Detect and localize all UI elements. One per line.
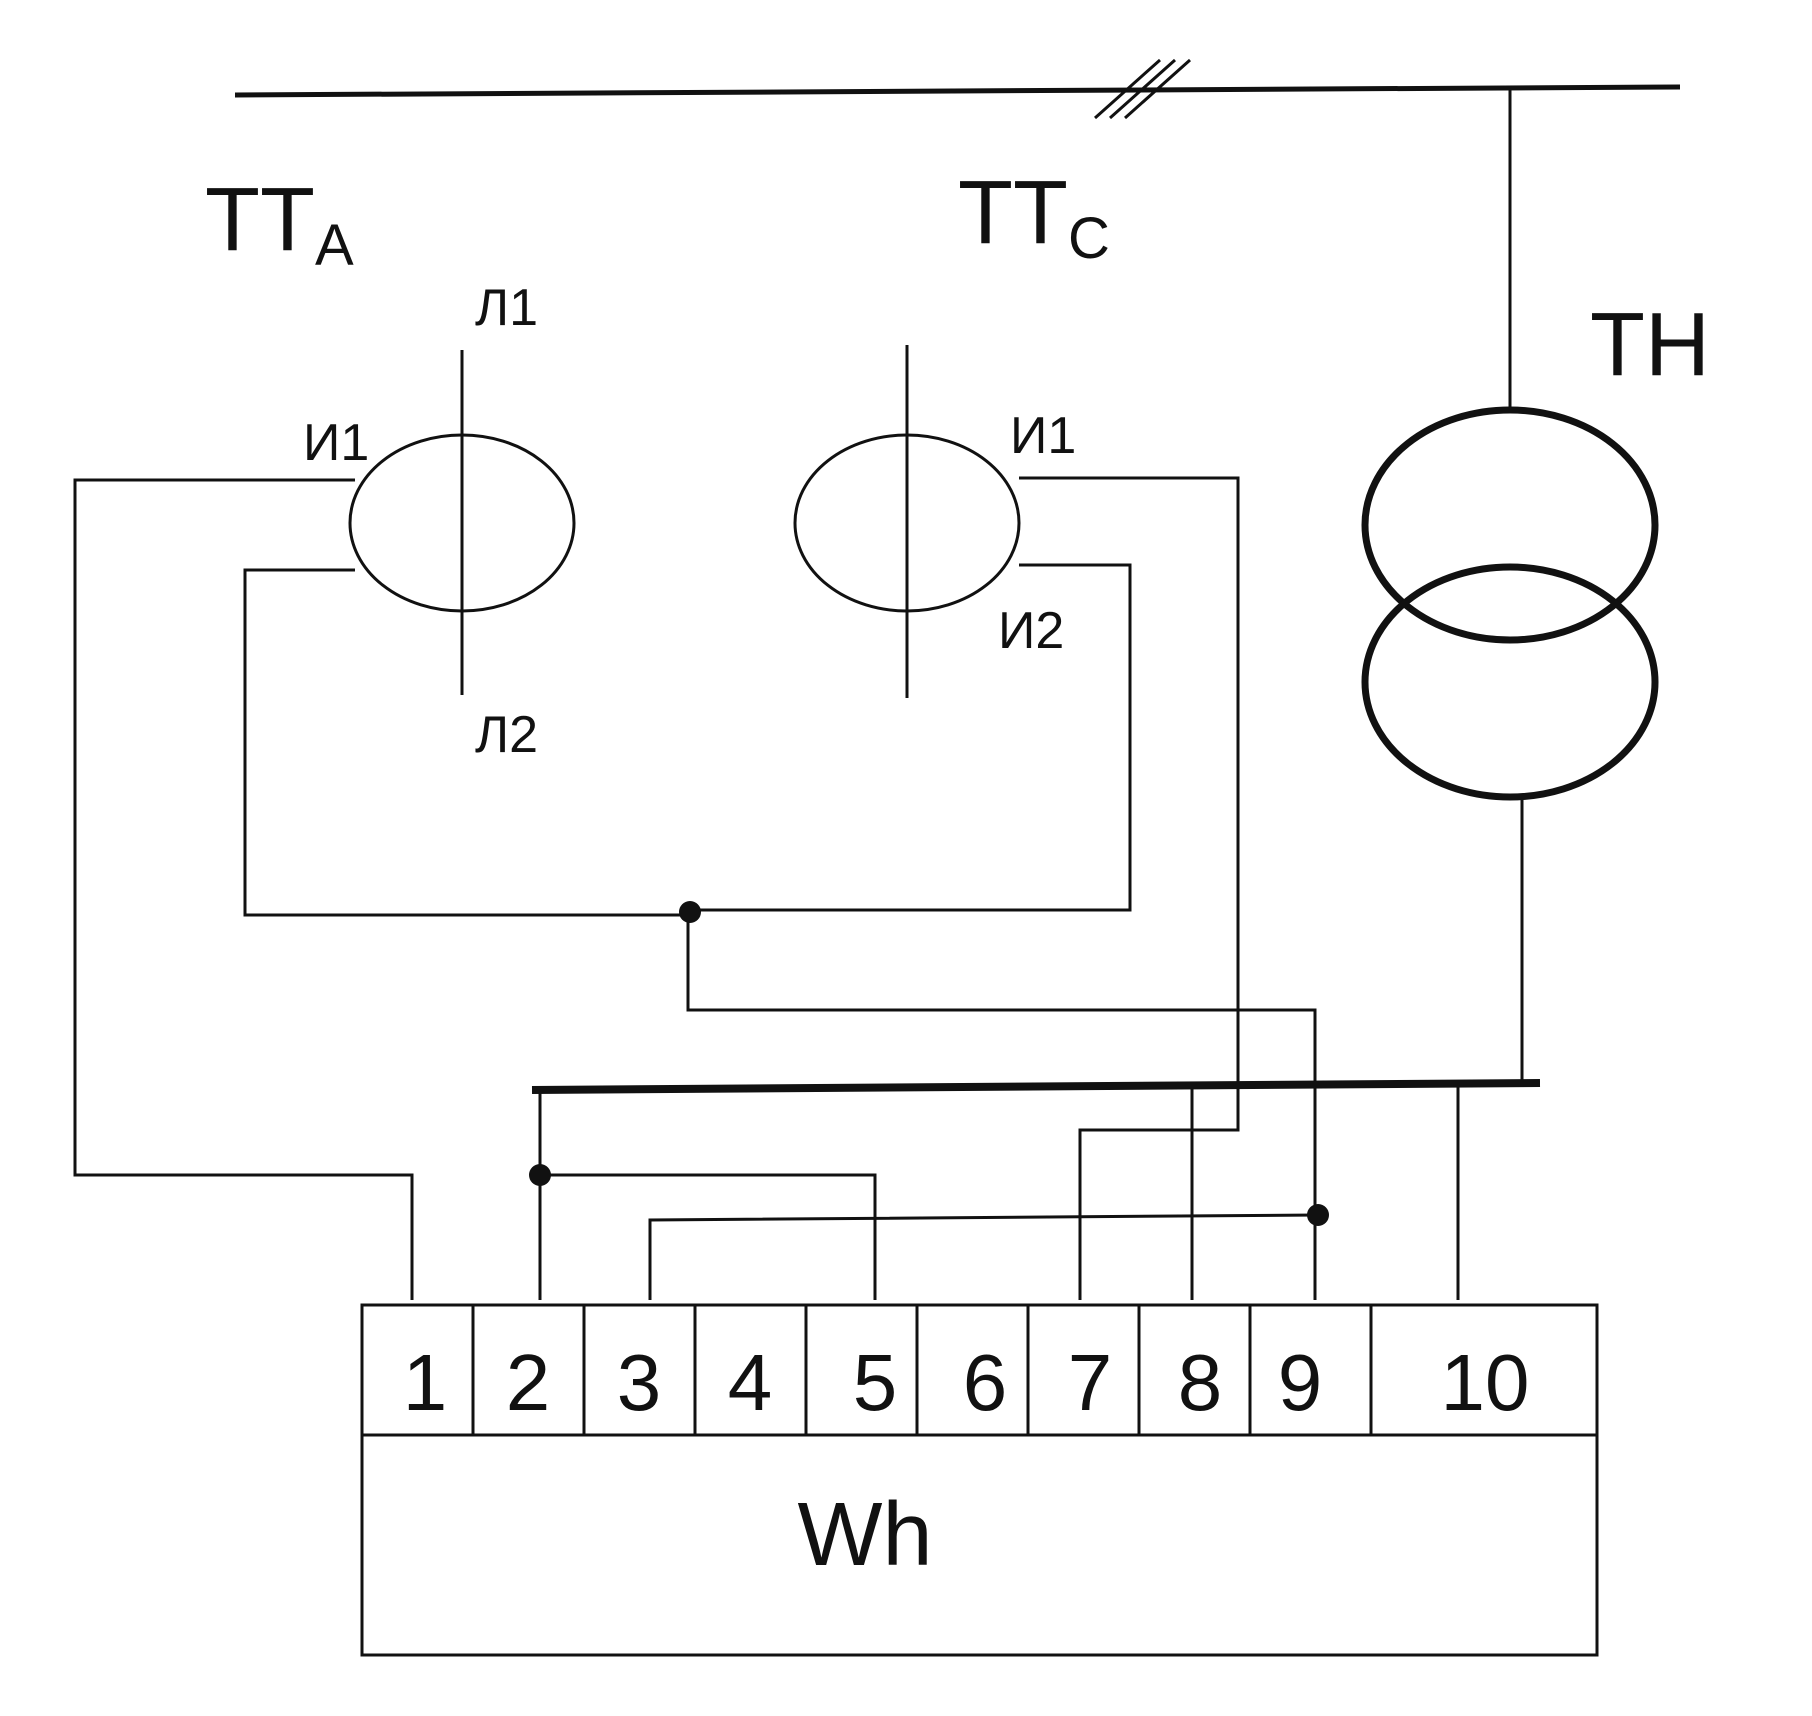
wire-ct-c-i1-to-t7 [1019, 476, 1240, 1300]
terminal-4-label: 4 [728, 1338, 773, 1427]
terminal-7 [1026, 1303, 1141, 1437]
wire-ct-a-i2 [243, 568, 690, 917]
ct-c-label-sub: С [1068, 206, 1110, 271]
ct-c-i2-label: И2 [998, 602, 1064, 660]
terminal-5-label: 5 [853, 1338, 898, 1427]
voltage-bus [531, 1079, 1541, 1094]
ct-c-label: ТТС [958, 163, 1110, 271]
terminal-8-label: 8 [1178, 1338, 1223, 1427]
junction-dot-t2 [529, 1164, 551, 1186]
terminal-4 [693, 1303, 808, 1437]
terminal-2-label: 2 [506, 1338, 551, 1427]
wire-t3-to-t9 [648, 1213, 1319, 1300]
terminal-9-label: 9 [1278, 1338, 1323, 1427]
terminal-block [360, 1303, 1599, 1437]
ct-a-i1-label: И1 [303, 414, 369, 472]
terminal-3 [582, 1303, 697, 1437]
wire-ct-a-i1-to-t1 [73, 478, 414, 1300]
ct-c-label-main: ТТ [958, 163, 1068, 263]
ct-a-label-sub: А [315, 213, 354, 278]
vt-secondary-coil [1361, 563, 1659, 801]
terminal-9 [1248, 1303, 1373, 1437]
terminal-10 [1369, 1303, 1599, 1437]
junction-dot-t9 [1307, 1204, 1329, 1226]
terminal-7-label: 7 [1068, 1338, 1113, 1427]
terminal-10-label: 10 [1441, 1338, 1530, 1427]
ct-a-label: ТТА [205, 170, 354, 278]
wire-ct-c-i2 [690, 563, 1132, 912]
ct-a-l1-label: Л1 [475, 279, 538, 337]
vt-label: ТН [1590, 295, 1710, 395]
wire-t2-to-t5 [540, 1173, 877, 1300]
ct-c-i1-label: И1 [1010, 407, 1076, 465]
three-phase-mark [1094, 58, 1191, 120]
meter-label: Wh [798, 1485, 933, 1585]
junction-dot-ct-return [679, 901, 701, 923]
ct-a-l2-label: Л2 [475, 706, 538, 764]
main-line [234, 84, 1681, 98]
terminal-1 [360, 1303, 475, 1437]
wire-common-to-t9 [686, 912, 1317, 1300]
ct-a-label-main: ТТ [205, 170, 315, 270]
terminal-2 [471, 1303, 586, 1437]
terminal-3-label: 3 [617, 1338, 662, 1427]
vt-primary-coil [1361, 406, 1659, 644]
terminal-1-label: 1 [403, 1338, 448, 1427]
terminal-6-label: 6 [963, 1338, 1008, 1427]
meter-body [360, 1433, 1599, 1657]
